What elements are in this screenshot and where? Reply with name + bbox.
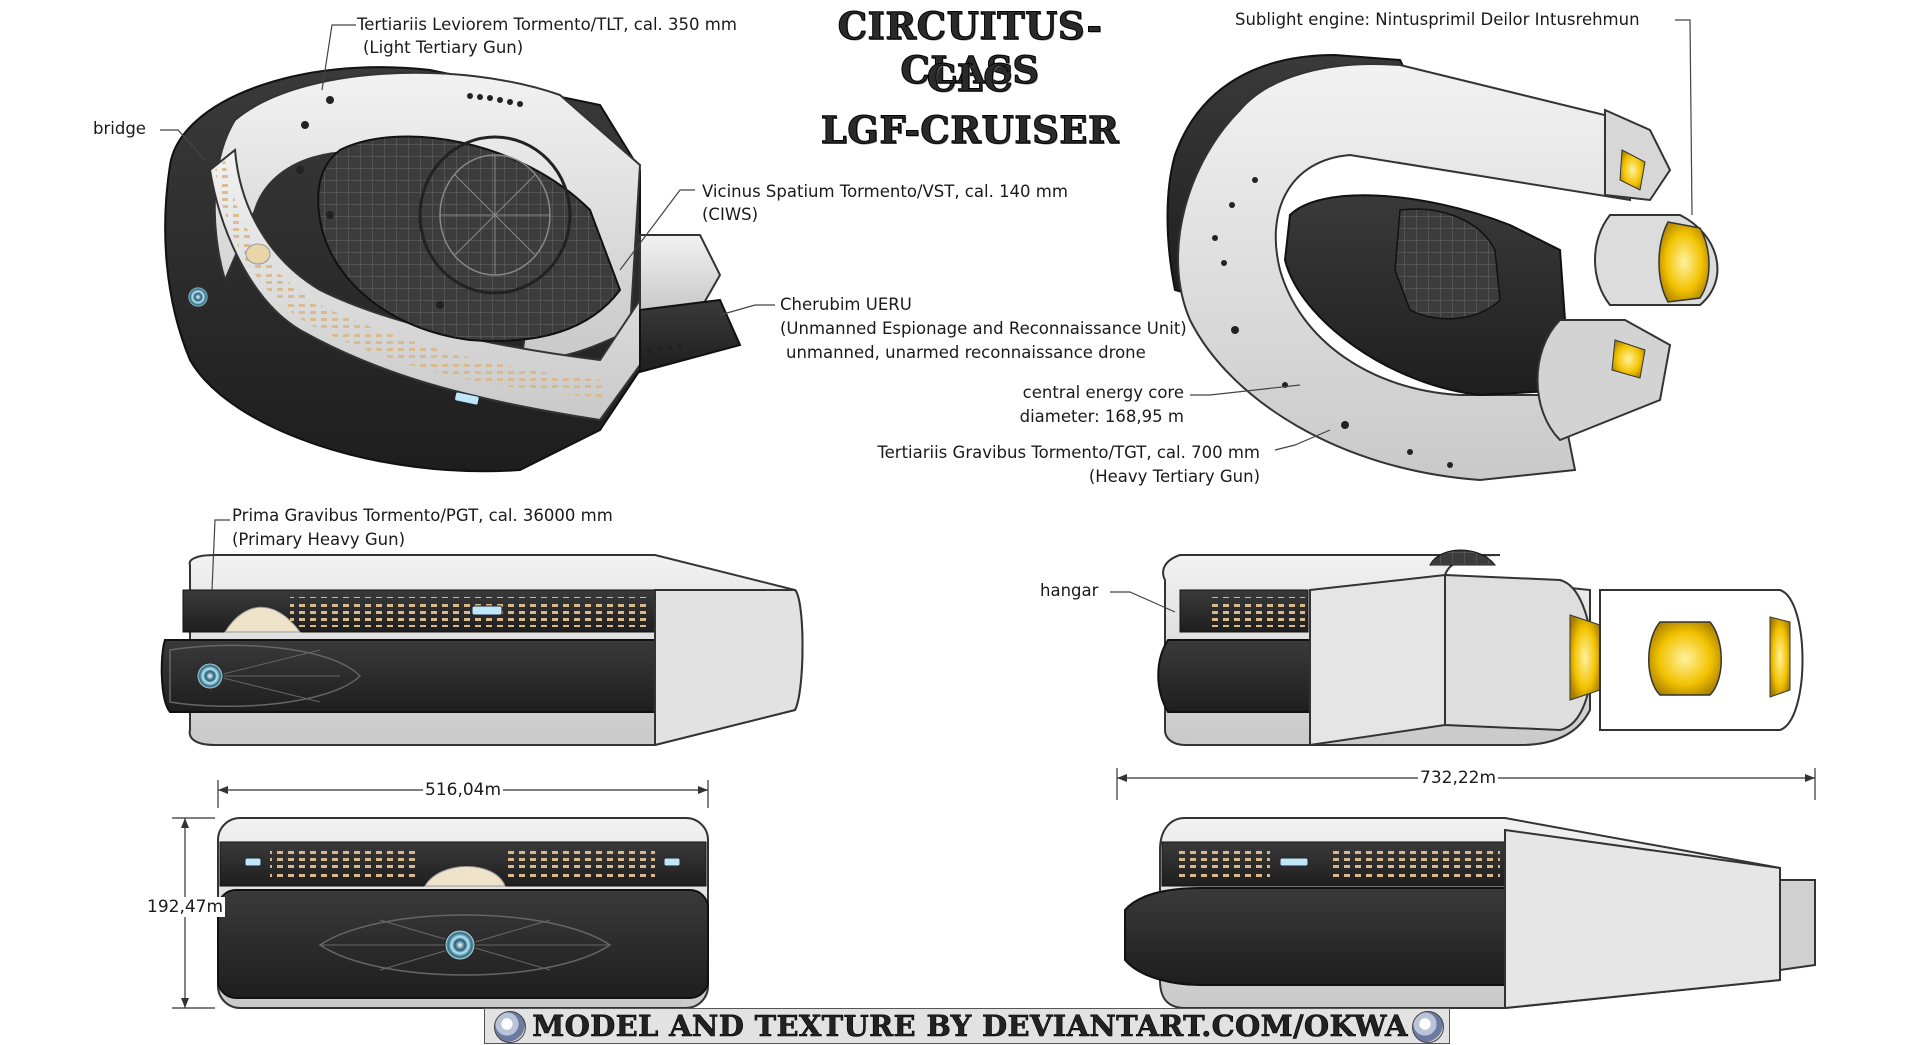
label-hangar: hangar <box>1040 581 1099 600</box>
callout-lines <box>160 19 1693 613</box>
side-view-left <box>160 554 804 747</box>
dim-height-label: 192,47m <box>145 897 226 917</box>
deviantart-logo-right-icon <box>1412 1011 1444 1043</box>
credit-bar <box>484 1008 1450 1044</box>
label-tlt-desc: (Light Tertiary Gun) <box>363 38 524 57</box>
leader-bridge <box>160 129 206 161</box>
label-uer-full: (Unmanned Espionage and Reconnaissance U… <box>780 319 1187 338</box>
dim-length-label: 732,22m <box>1418 768 1499 788</box>
leader-vst <box>619 189 695 271</box>
title-line-1: CIRCUITUS-CLASS <box>837 4 1103 93</box>
credit-text: MODEL AND TEXTURE BY DEVIANTART.COM/OKWA <box>532 1009 1408 1044</box>
perspective-view-rear <box>1166 53 1719 482</box>
dimension-arrows <box>181 774 1815 1008</box>
label-uer-desc: unmanned, unarmed reconnaissance drone <box>786 343 1146 362</box>
label-uer-name: Cherubim UERU <box>780 295 912 314</box>
leader-tgt <box>1274 429 1331 451</box>
side-view-right <box>1157 549 1804 747</box>
deviantart-logo-left-icon <box>494 1011 526 1043</box>
label-pgt-desc: (Primary Heavy Gun) <box>232 530 406 549</box>
label-core-diameter: diameter: 168,95 m <box>1019 407 1184 426</box>
leader-hangar <box>1110 591 1176 613</box>
label-tlt-name: Tertiariis Leviorem Tormento/TLT, cal. 3… <box>357 15 737 34</box>
label-vst-name: Vicinus Spatium Tormento/VST, cal. 140 m… <box>702 182 1068 201</box>
label-sublight: Sublight engine: Nintusprimil Deilor Int… <box>1235 10 1640 29</box>
leader-sublight <box>1675 19 1693 216</box>
title-line-2: CLC <box>926 56 1014 101</box>
label-core-name: central energy core <box>1022 383 1184 402</box>
top-view <box>1124 817 1816 1010</box>
leader-uer <box>719 304 775 316</box>
label-bridge: bridge <box>93 119 146 138</box>
label-tgt-desc: (Heavy Tertiary Gun) <box>1088 467 1260 486</box>
dim-width-label: 516,04m <box>423 780 504 800</box>
perspective-view-front <box>164 66 742 473</box>
title-line-3: LGF-CRUISER <box>820 108 1120 153</box>
label-pgt-name: Prima Gravibus Tormento/PGT, cal. 36000 … <box>232 506 613 525</box>
front-view <box>217 817 709 1009</box>
leader-core <box>1190 384 1301 396</box>
label-tgt-name: Tertiariis Gravibus Tormento/TGT, cal. 7… <box>877 443 1260 462</box>
label-vst-desc: (CIWS) <box>702 205 759 224</box>
leader-pgt <box>211 519 230 591</box>
leader-tlt <box>321 24 356 91</box>
